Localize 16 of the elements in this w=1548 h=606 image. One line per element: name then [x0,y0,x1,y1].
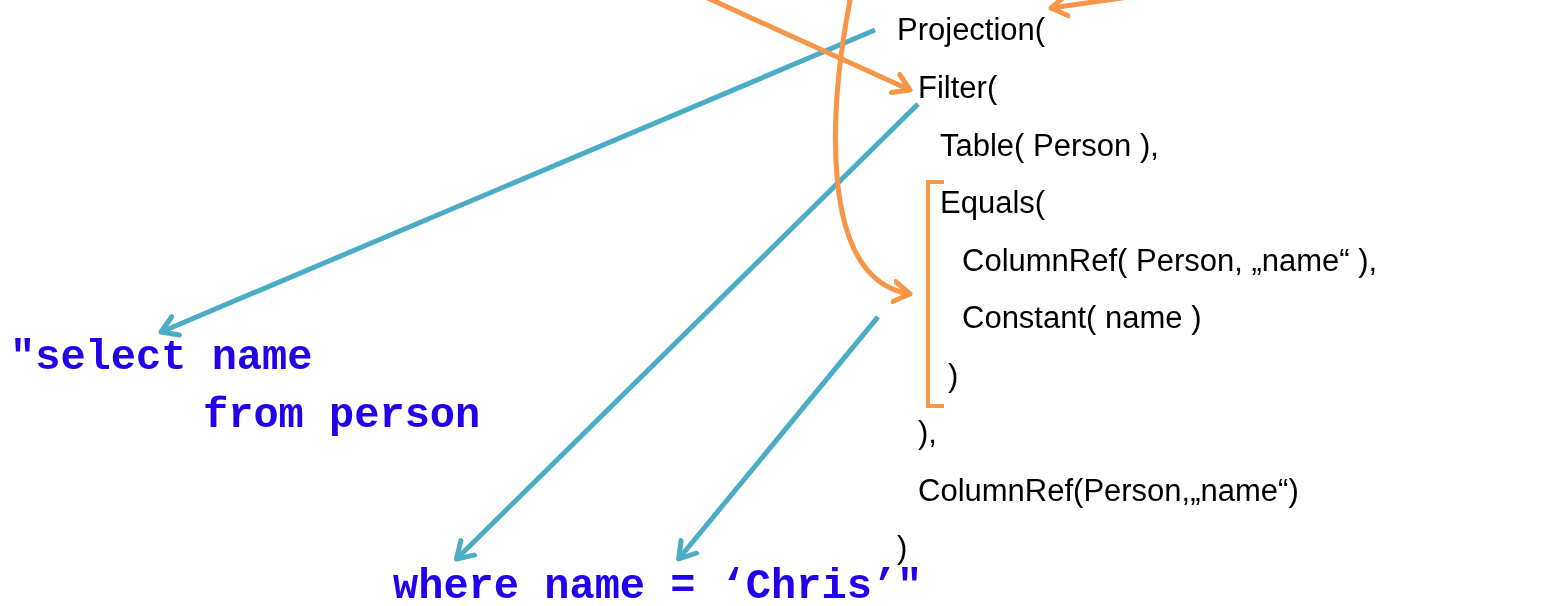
code-line: Constant( name ) [962,298,1202,338]
code-line: ) [948,356,959,396]
code-line: Table( Person ), [940,126,1159,166]
code-line: ColumnRef( Person, „name“ ), [962,241,1378,281]
code-line: ColumnRef(Person,„name“) [918,471,1299,511]
arrow [676,315,880,562]
code-line: ), [918,413,937,453]
code-line: Filter( [918,68,998,108]
sql-query-line: from person [203,396,481,436]
code-line: ) [897,528,908,568]
arrow [158,27,876,338]
code-line: Equals( [940,183,1046,223]
code-line: Projection( [897,10,1046,50]
sql-query-line: "select name [10,338,313,378]
arrow [454,102,920,562]
arrow [833,0,913,302]
